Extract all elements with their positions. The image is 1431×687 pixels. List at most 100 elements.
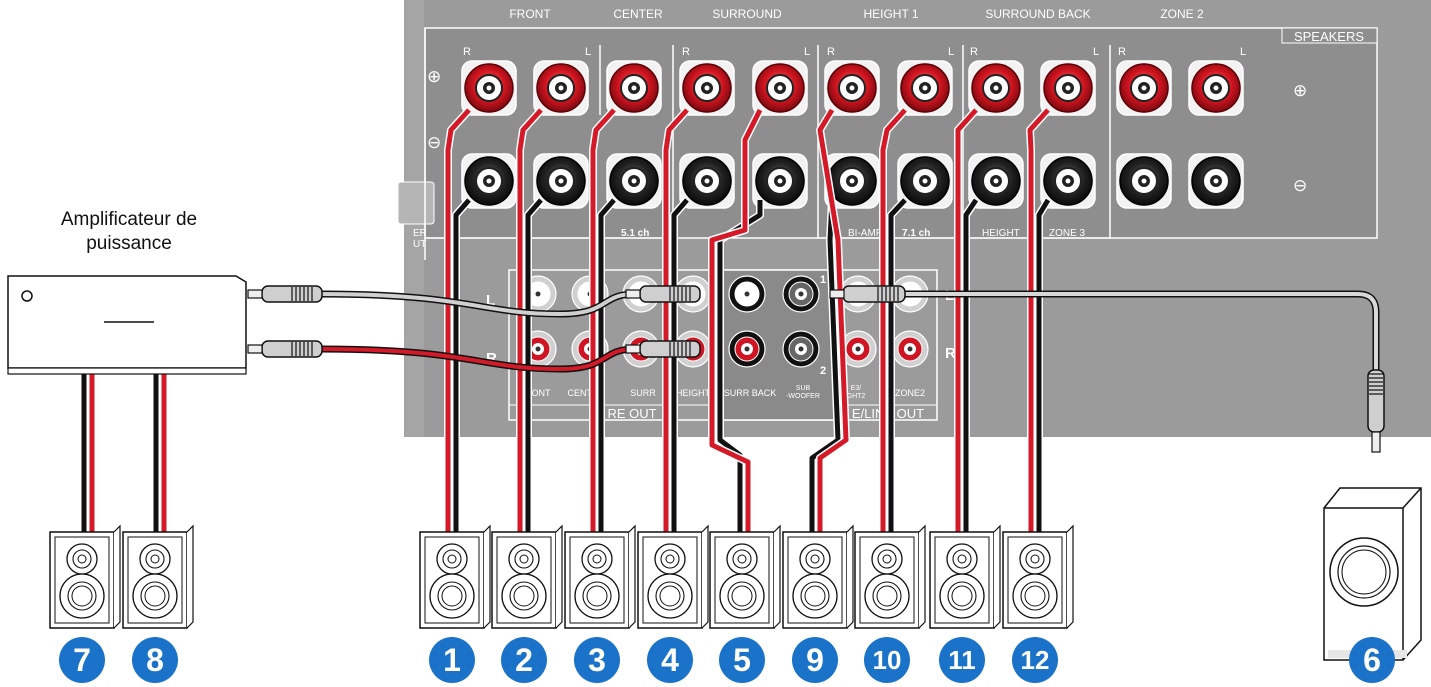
letter-sb-l: L bbox=[1093, 46, 1099, 58]
badge-amp-7: 7 bbox=[59, 637, 105, 683]
left-edge-jack bbox=[397, 181, 435, 225]
wire-center bbox=[589, 107, 618, 532]
jack-label-front: FRONT bbox=[520, 388, 551, 398]
badge-number: 5 bbox=[733, 642, 751, 678]
terminal-pair-8 bbox=[968, 60, 1024, 209]
terminal-pair-7 bbox=[897, 60, 953, 209]
terminal-pair-1 bbox=[461, 60, 517, 209]
letter-height-l: L bbox=[948, 46, 954, 58]
terminal-pair-4 bbox=[679, 60, 735, 209]
section-front: FRONT bbox=[509, 7, 551, 21]
rca-plug bbox=[247, 340, 323, 358]
receiver-speaker-2 bbox=[491, 524, 563, 629]
amp-speaker-1 bbox=[49, 524, 121, 629]
rca-jack bbox=[839, 330, 877, 368]
receiver-speaker-9 bbox=[1002, 524, 1074, 629]
cable-r bbox=[319, 345, 636, 373]
speaker-wires bbox=[81, 107, 1052, 532]
wire-height-r bbox=[808, 107, 850, 532]
rca-plug bbox=[625, 285, 701, 303]
preout-jack-labels: FRONT CENTER SURR HEIGHT SURR BACK SUB -… bbox=[520, 385, 926, 400]
letter-front-l: L bbox=[585, 46, 591, 58]
letter-surr-r: R bbox=[682, 46, 690, 58]
receiver-speaker-8 bbox=[929, 524, 1001, 629]
receiver-speaker-1 bbox=[419, 524, 491, 629]
letter-front-r: R bbox=[463, 46, 471, 58]
left-edge-fragment-1: ER bbox=[413, 228, 427, 239]
mode-label-51: 5.1 ch bbox=[621, 228, 649, 239]
cable-l bbox=[319, 290, 636, 318]
amplifier-title: Amplificateur de puissance bbox=[14, 208, 244, 256]
sub-number-1: 1 bbox=[820, 274, 826, 286]
badge-number: 1 bbox=[443, 642, 461, 678]
badge-number: 7 bbox=[73, 642, 91, 678]
cable-subwoofer bbox=[829, 285, 1385, 453]
terminal-pair-3 bbox=[606, 60, 662, 209]
terminal-pair-9 bbox=[1040, 60, 1096, 209]
badge-receiver-5: 5 bbox=[719, 637, 765, 683]
amplifier-title-line1: Amplificateur de bbox=[60, 209, 198, 230]
receiver-speaker-6 bbox=[782, 524, 854, 629]
jack-label-height: HEIGHT bbox=[676, 388, 711, 398]
badge-receiver-1: 1 bbox=[429, 637, 475, 683]
receiver-speaker-5 bbox=[709, 524, 781, 629]
subwoofer bbox=[1323, 487, 1422, 661]
badge-number: 8 bbox=[146, 642, 164, 678]
speakers-label-box bbox=[1281, 27, 1378, 44]
mode-label-height: HEIGHT bbox=[982, 228, 1020, 239]
channel-letters: R L R L R L R L R L bbox=[463, 46, 1246, 58]
wire-sb-r bbox=[954, 107, 980, 532]
badge-number: 12 bbox=[1021, 645, 1050, 675]
amp-wire-2 bbox=[153, 367, 167, 532]
badge-number: 9 bbox=[806, 642, 824, 678]
plus-right: ⊕ bbox=[1293, 81, 1307, 100]
amp-speaker-2 bbox=[122, 524, 194, 629]
badge-receiver-4: 4 bbox=[647, 637, 693, 683]
left-edge-fragment-2: UT bbox=[413, 239, 426, 250]
rca-jack bbox=[728, 330, 766, 368]
badge-number: 11 bbox=[948, 645, 976, 675]
speakers bbox=[49, 524, 1074, 629]
amplifier-title-line2: puissance bbox=[86, 233, 172, 254]
badge-receiver-12: 12 bbox=[1012, 637, 1058, 683]
jack-label-center: CENTER bbox=[567, 388, 605, 398]
section-dividers bbox=[424, 28, 1111, 260]
section-surround: SURROUND bbox=[712, 7, 782, 21]
receiver-speaker-4 bbox=[637, 524, 709, 629]
badge-number: 10 bbox=[873, 645, 902, 675]
rca-plug bbox=[625, 340, 701, 358]
letter-sb-r: R bbox=[970, 46, 978, 58]
letter-surr-l: L bbox=[804, 46, 810, 58]
badge-receiver-11: 11 bbox=[939, 637, 985, 683]
speakers-label: SPEAKERS bbox=[1294, 29, 1364, 44]
letter-zone2-r: R bbox=[1118, 46, 1126, 58]
mode-label-biamp: BI-AMP bbox=[848, 228, 883, 239]
terminal-pair-6 bbox=[824, 60, 880, 209]
plus-left: ⊕ bbox=[427, 67, 441, 86]
jack-label-zone2: ZONE2 bbox=[895, 388, 925, 398]
wire-surr-l bbox=[708, 108, 764, 532]
preout-row-r: R bbox=[486, 350, 497, 367]
badge-number: 3 bbox=[588, 642, 606, 678]
minus-left: ⊖ bbox=[427, 133, 441, 152]
wire-front-l bbox=[516, 107, 545, 532]
preout-group-left: RE OUT bbox=[607, 406, 656, 421]
letter-height-r: R bbox=[827, 46, 835, 58]
subwoofer-driver-inner bbox=[1337, 545, 1391, 599]
jack-label-sub: SUB bbox=[796, 385, 811, 392]
rca-jack bbox=[891, 330, 929, 368]
wire-height-l bbox=[879, 107, 908, 532]
wire-sb-l bbox=[1026, 107, 1052, 532]
badge-number: 6 bbox=[1363, 642, 1381, 678]
wire-front-r bbox=[444, 107, 473, 532]
badge-subwoofer: 6 bbox=[1349, 637, 1395, 683]
preout-row-r-right: R bbox=[945, 345, 956, 362]
rca-jack bbox=[782, 275, 820, 313]
power-amplifier bbox=[7, 275, 247, 375]
rca-jack bbox=[782, 330, 820, 368]
badge-number: 4 bbox=[661, 642, 679, 678]
badge-receiver-9: 9 bbox=[792, 637, 838, 683]
jack-label-e3: E3/ bbox=[851, 385, 862, 392]
